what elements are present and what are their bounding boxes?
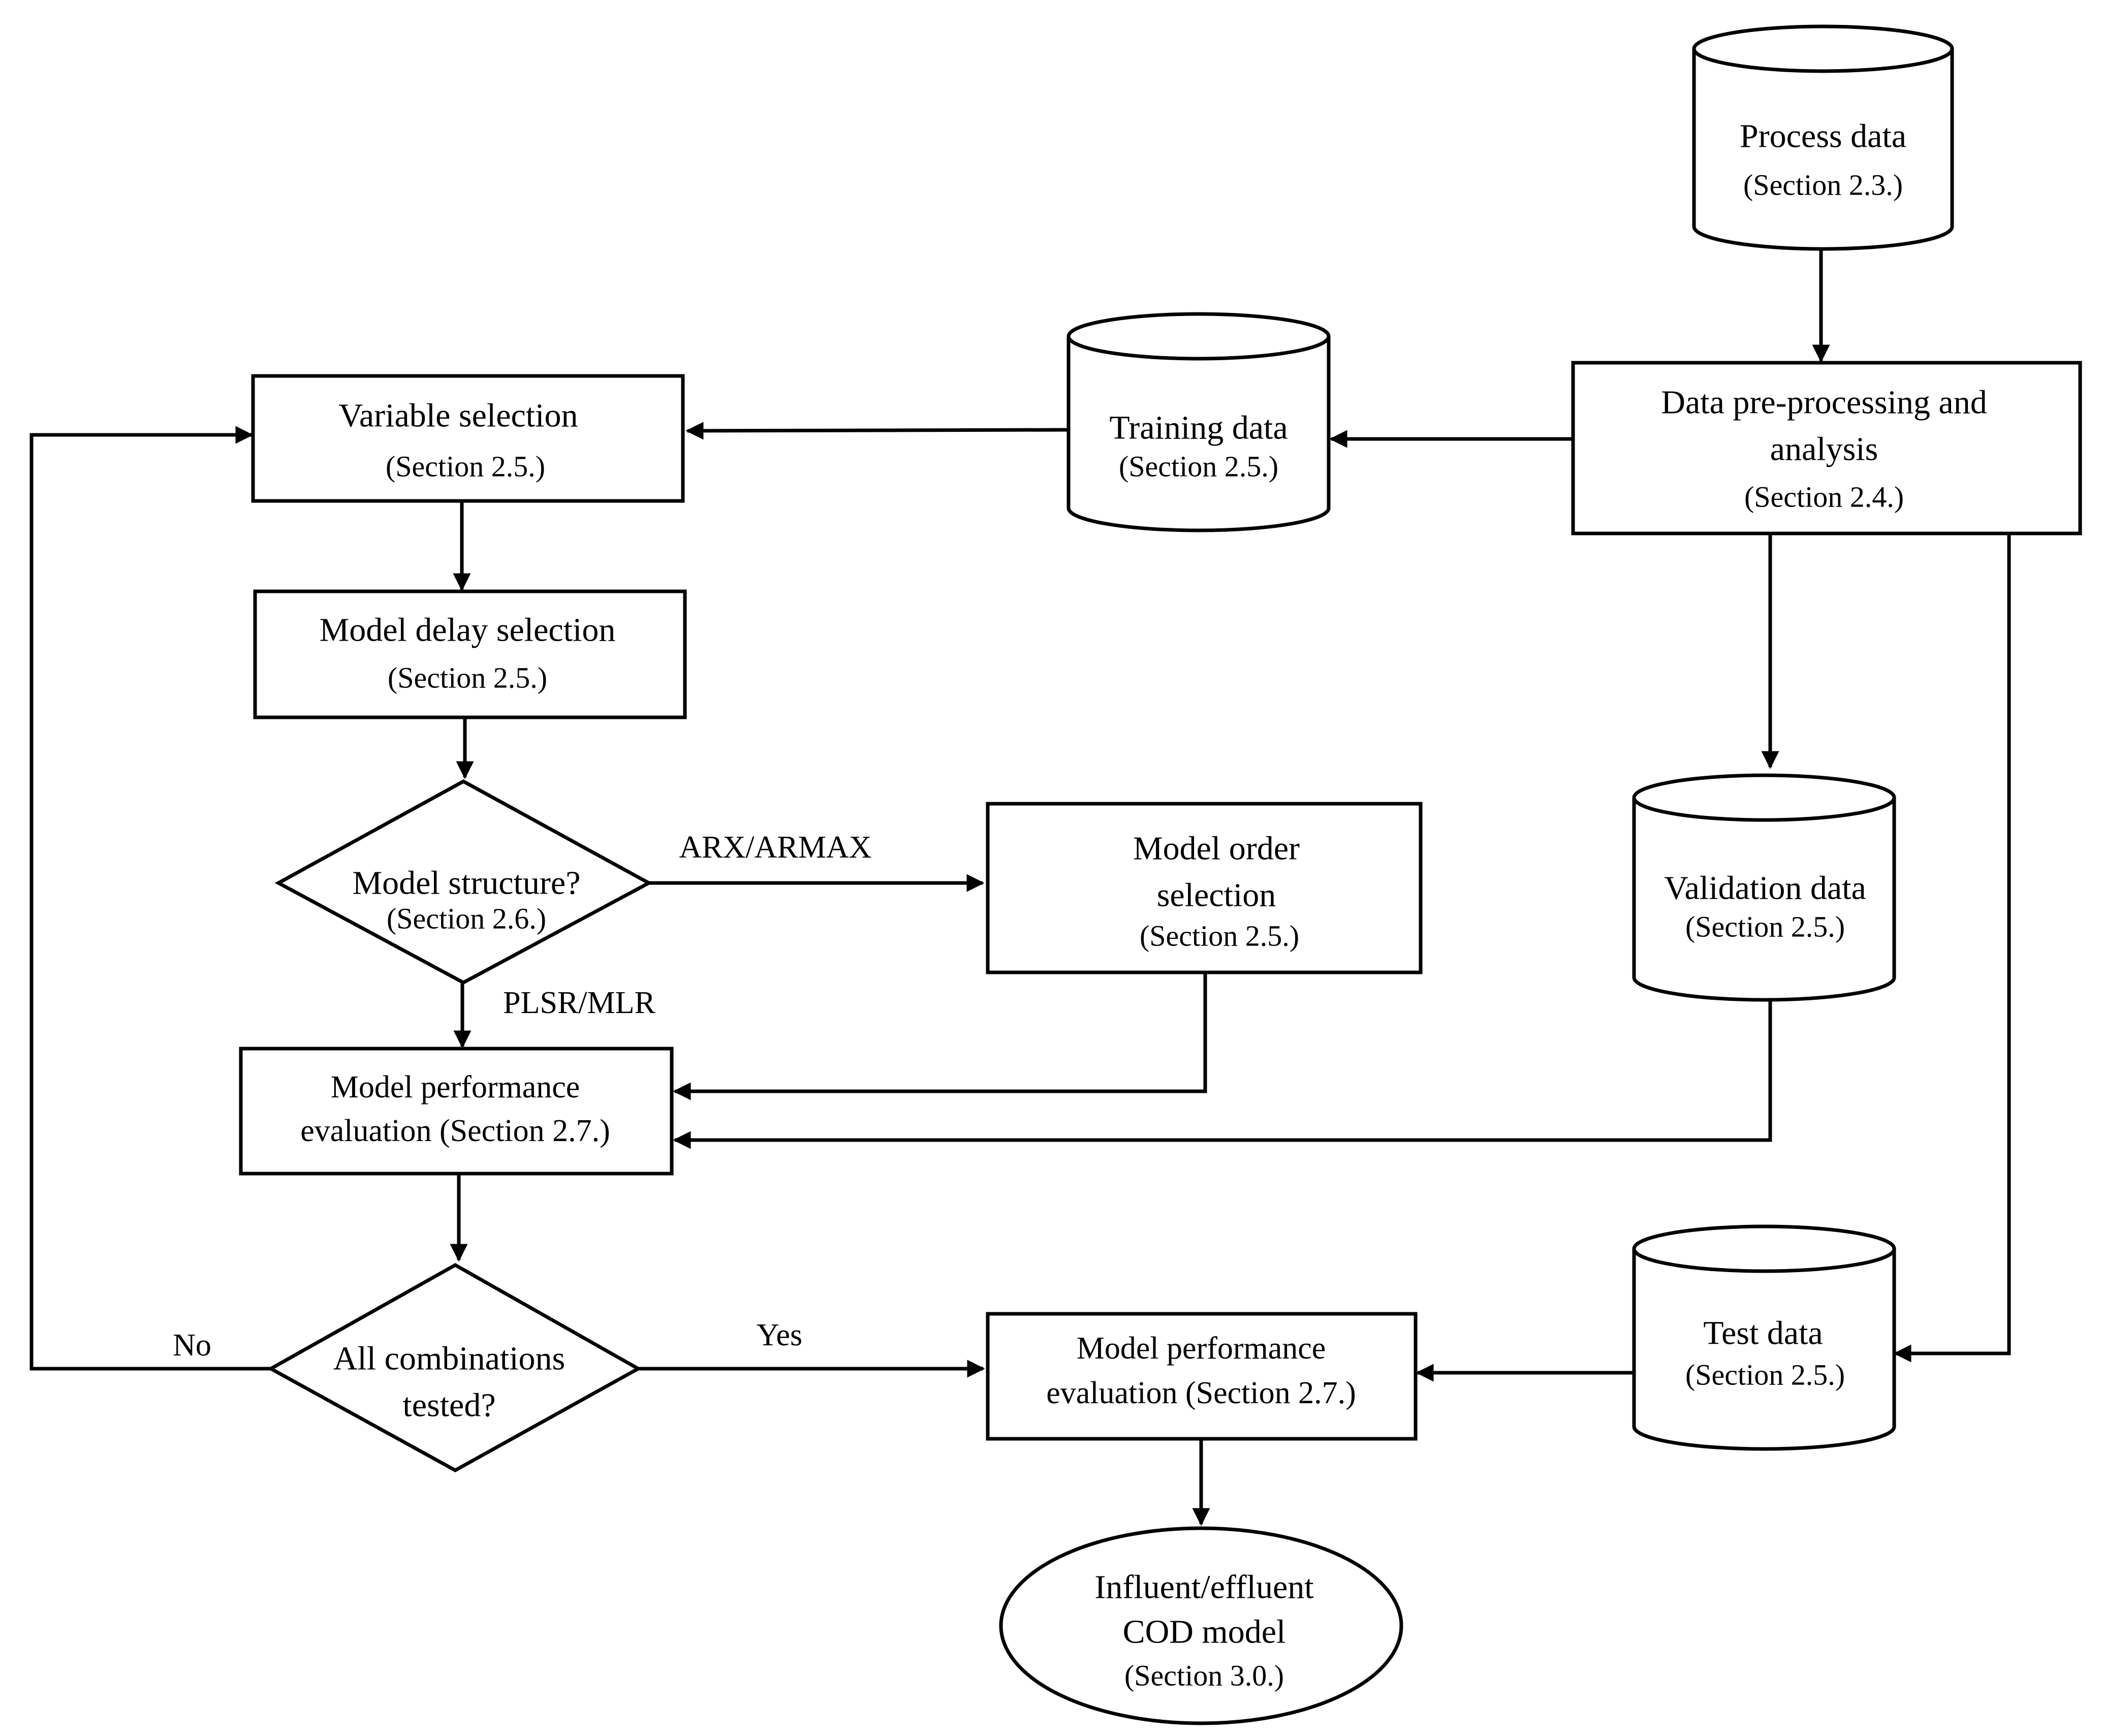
- perf-eval-1-line2: evaluation (Section 2.7.): [300, 1114, 610, 1148]
- variable-selection-section: (Section 2.5.): [386, 450, 545, 483]
- variable-selection-node: Variable selection (Section 2.5.): [251, 374, 685, 503]
- preprocessing-title-1: Data pre-processing and: [1661, 384, 1987, 421]
- preprocessing-node: Data pre-processing and analysis (Sectio…: [1571, 361, 2082, 535]
- model-order-title-1: Model order: [1133, 830, 1300, 867]
- test-data-node: Test data (Section 2.5.): [1632, 1224, 1896, 1451]
- model-structure-node: Model structure? (Section 2.6.): [274, 779, 653, 985]
- cod-model-line2: COD model: [1123, 1614, 1286, 1651]
- edge-preprocessing-to-test: [1893, 533, 2011, 1363]
- process-data-section: (Section 2.3.): [1743, 169, 1903, 202]
- model-structure-title: Model structure?: [352, 865, 580, 902]
- model-order-section: (Section 2.5.): [1140, 920, 1299, 953]
- label-no: No: [173, 1328, 211, 1363]
- connectors: [29, 249, 2011, 1526]
- variable-selection-title: Variable selection: [339, 397, 578, 434]
- perf-eval-1-line1: Model performance: [331, 1070, 580, 1104]
- test-data-section: (Section 2.5.): [1685, 1359, 1845, 1392]
- preprocessing-section: (Section 2.4.): [1744, 481, 1904, 514]
- all-combinations-line1: All combinations: [333, 1340, 565, 1377]
- label-plsr-mlr: PLSR/MLR: [503, 986, 655, 1020]
- test-data-title: Test data: [1703, 1315, 1823, 1352]
- edge-order-to-perf1: [673, 972, 1207, 1100]
- process-data-title: Process data: [1740, 118, 1906, 155]
- all-combinations-node: All combinations tested?: [267, 1262, 642, 1472]
- cod-model-node: Influent/effluent COD model (Section 3.0…: [999, 1526, 1403, 1725]
- cod-model-line1: Influent/effluent: [1094, 1569, 1313, 1606]
- training-data-section: (Section 2.5.): [1119, 450, 1278, 483]
- all-combinations-line2: tested?: [402, 1387, 495, 1424]
- training-data-node: Training data (Section 2.5.): [1066, 312, 1331, 532]
- training-data-title: Training data: [1109, 409, 1288, 447]
- preprocessing-title-2: analysis: [1770, 431, 1878, 468]
- perf-eval-2-node: Model performance evaluation (Section 2.…: [986, 1312, 1418, 1441]
- validation-data-node: Validation data (Section 2.5.): [1632, 773, 1896, 1002]
- model-delay-title: Model delay selection: [320, 612, 616, 649]
- perf-eval-1-node: Model performance evaluation (Section 2.…: [239, 1047, 674, 1176]
- perf-eval-2-line2: evaluation (Section 2.7.): [1046, 1376, 1356, 1410]
- model-order-title-2: selection: [1157, 877, 1276, 914]
- model-order-node: Model order selection (Section 2.5.): [986, 802, 1423, 974]
- label-yes: Yes: [757, 1318, 802, 1352]
- edge-training-to-variable: [685, 422, 1069, 440]
- validation-data-title: Validation data: [1664, 870, 1866, 907]
- edge-combinations-no-loop: [29, 426, 271, 1371]
- cod-model-section: (Section 3.0.): [1124, 1659, 1284, 1692]
- perf-eval-2-line1: Model performance: [1077, 1331, 1326, 1366]
- validation-data-section: (Section 2.5.): [1685, 910, 1845, 943]
- model-delay-node: Model delay selection (Section 2.5.): [253, 589, 687, 719]
- process-data-node: Process data (Section 2.3.): [1692, 24, 1954, 251]
- label-arx-armax: ARX/ARMAX: [679, 830, 872, 865]
- edge-validation-to-perf1: [673, 1000, 1772, 1149]
- model-delay-section: (Section 2.5.): [388, 661, 547, 695]
- model-structure-section: (Section 2.6.): [387, 902, 546, 935]
